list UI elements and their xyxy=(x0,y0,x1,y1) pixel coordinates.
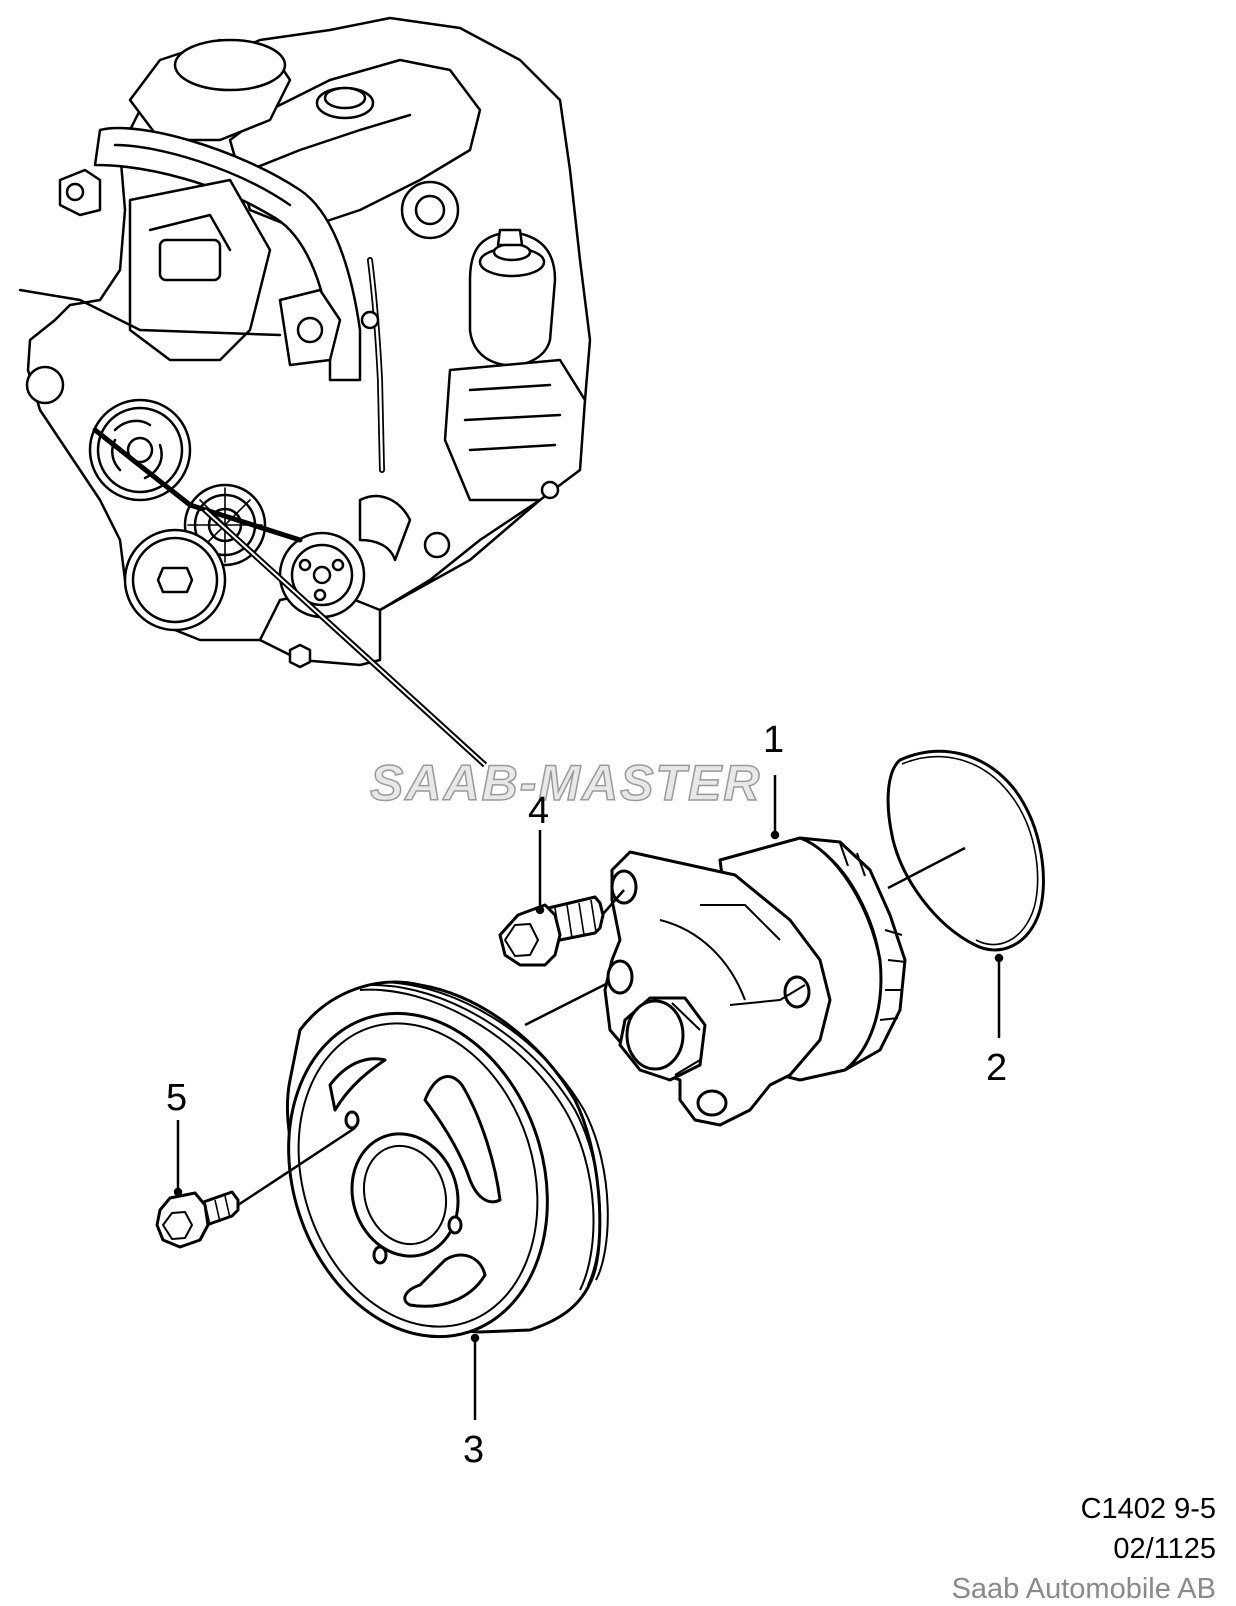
company-credit: Saab Automobile AB xyxy=(951,1573,1216,1605)
callout-2-label: 2 xyxy=(986,1047,1007,1089)
callout-3-label: 3 xyxy=(463,1429,484,1471)
pulley-part xyxy=(286,980,609,1339)
watermark-text: SAAB-MASTER xyxy=(370,755,761,811)
bolt-4-part xyxy=(498,895,605,967)
callout-4-label: 4 xyxy=(528,790,549,832)
diagram-code: C1402 9-5 xyxy=(1080,1493,1216,1525)
bolt-5-part xyxy=(155,1190,240,1249)
gasket-ring-part xyxy=(886,749,1045,952)
callout-5-label: 5 xyxy=(166,1077,187,1119)
callout-1-label: 1 xyxy=(763,719,784,761)
callout-group xyxy=(173,775,1004,1420)
engine-illustration xyxy=(18,16,592,669)
water-pump-part xyxy=(603,836,907,1127)
diagram-reference: 02/1125 xyxy=(1113,1533,1216,1565)
